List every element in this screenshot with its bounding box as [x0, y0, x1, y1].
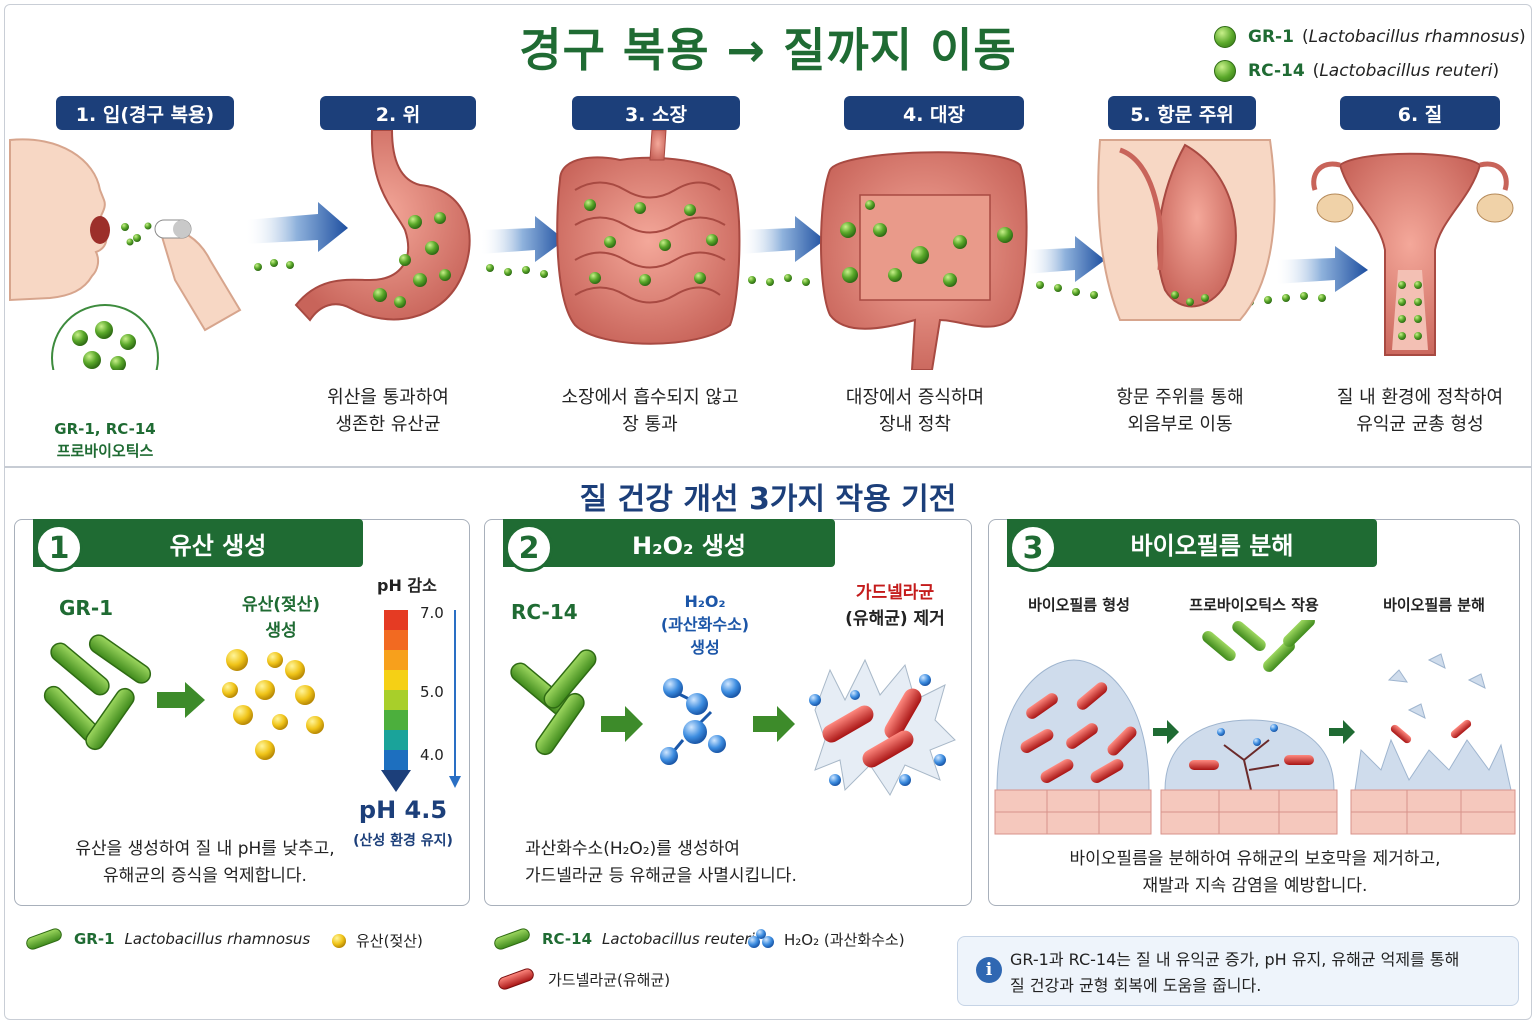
- stage-label: 바이오필름 분해: [1383, 596, 1485, 614]
- legend-h2o2: H₂O₂ (과산화수소): [746, 928, 905, 950]
- h2o2-molecule-icon: [748, 929, 774, 948]
- legend-gr1: GR-1 Lactobacillus rhamnosus: [24, 928, 310, 950]
- step-caption-large-intestine: 대장에서 증식하며 장내 정착: [845, 387, 985, 435]
- step-caption-stomach: 위산을 통과하여 생존한 유산균: [327, 387, 449, 435]
- step-badge-small-intestine: 3. 소장: [572, 96, 740, 130]
- legend-lactic-acid: 유산(젖산): [330, 930, 423, 951]
- step-badge-large-intestine: 4. 대장: [844, 96, 1024, 130]
- legend-code: GR-1: [1248, 27, 1294, 47]
- legend-rc14: RC-14 Lactobacillus reuteri: [492, 928, 755, 950]
- mechanisms-title: 질 건강 개선 3가지 작용 기전: [579, 482, 957, 517]
- section-divider: [4, 466, 1532, 468]
- stage-label: 프로바이오틱스 작용: [1189, 596, 1319, 614]
- step-caption-mouth: GR-1, RC-14 프로바이오틱스: [54, 420, 156, 460]
- target-label: 가드넬라균 (유해균) 제거: [845, 583, 945, 629]
- step-caption-vagina: 질 내 환경에 정착하여 유익균 균총 형성: [1336, 387, 1504, 435]
- ph-tick: 4.0: [420, 746, 444, 764]
- panel-header: 바이오필름 분해: [1007, 519, 1377, 567]
- biofilm-formation: [994, 659, 1152, 835]
- ph-tick: 5.0: [420, 683, 444, 701]
- legend-item-gr1: GR-1 (Lactobacillus rhamnosus): [1214, 20, 1526, 54]
- legend-code: RC-14: [1248, 61, 1305, 81]
- panel-description: 유산을 생성하여 질 내 pH를 낮추고, 유해균의 증식을 억제합니다.: [75, 839, 335, 886]
- green-dot-icon: [1214, 26, 1236, 48]
- panel-number: 1: [35, 524, 83, 572]
- info-text: GR-1과 RC-14는 질 내 유익균 증가, pH 유지, 유해균 억제를 …: [1010, 950, 1460, 995]
- green-dot-icon: [1214, 60, 1236, 82]
- panel-lactic-acid: 1 유산 생성 GR-1 유산(젖산) 생성 pH 감소: [14, 519, 470, 906]
- green-rod-icon: [494, 928, 530, 950]
- gardnerella-killed: [809, 658, 956, 796]
- flow-arrows: [245, 202, 1368, 292]
- top-legend: GR-1 (Lactobacillus rhamnosus) RC-14 (La…: [1214, 20, 1526, 88]
- biofilm-diagram: [994, 620, 1516, 835]
- ph-value: pH 4.5: [358, 796, 448, 824]
- probiotics-magnified-circle: [51, 304, 159, 370]
- large-intestine-illustration: [820, 151, 1028, 370]
- vagina-illustration: [1311, 152, 1514, 356]
- red-rod-icon: [498, 968, 534, 990]
- panel-biofilm: 3 바이오필름 분해 바이오필름 형성 프로바이오틱스 작용 바이오필름 분해: [988, 519, 1520, 906]
- product-label: 유산(젖산) 생성: [241, 595, 321, 641]
- journey-illustration: [9, 130, 1514, 370]
- page-frame: [4, 4, 1532, 1020]
- stomach-illustration: [294, 130, 471, 322]
- panel-number: 3: [1009, 524, 1057, 572]
- info-icon: i: [976, 957, 1002, 983]
- panel-description: 과산화수소(H₂O₂)를 생성하여 가드넬라균 등 유해균을 사멸시킵니다.: [525, 839, 797, 886]
- step-caption-perianal: 항문 주위를 통해 외음부로 이동: [1116, 387, 1244, 435]
- legend-item-rc14: RC-14 (Lactobacillus reuteri): [1214, 54, 1526, 88]
- ph-scale-bar: [381, 610, 411, 792]
- h2o2-diagram: [510, 649, 956, 796]
- panel-description: 바이오필름을 분해하여 유해균의 보호막을 제거하고, 재발과 지속 감염을 예…: [1069, 849, 1441, 896]
- lactic-acid-diagram: 7.0 5.0 4.0: [43, 604, 461, 792]
- step-badge-mouth: 1. 입(경구 복용): [56, 96, 234, 130]
- ph-title: pH 감소: [377, 576, 437, 595]
- ph-note: (산성 환경 유지): [353, 833, 453, 849]
- small-intestine-illustration: [556, 130, 741, 345]
- rc14-bacteria: [510, 649, 597, 756]
- step-badge-vagina: 6. 질: [1340, 96, 1500, 130]
- face-illustration: [9, 138, 242, 332]
- info-box: i GR-1과 RC-14는 질 내 유익균 증가, pH 유지, 유해균 억제…: [957, 936, 1519, 1006]
- step-caption-small-intestine: 소장에서 흡수되지 않고 장 통과: [561, 387, 739, 435]
- legend-gardnerella: 가드넬라균(유해균): [496, 968, 670, 990]
- arrow-icon: [157, 682, 205, 718]
- gr1-bacteria: [43, 634, 152, 751]
- panel-h2o2: 2 H₂O₂ 생성 RC-14 H₂O₂ (과산화수소) 생성 가드넬라균 (유…: [484, 519, 972, 906]
- h2o2-molecules: [660, 678, 741, 765]
- product-label: H₂O₂ (과산화수소) 생성: [660, 592, 750, 657]
- legend-species: Lactobacillus reuteri: [1319, 61, 1493, 81]
- arrow-icon: [753, 706, 795, 742]
- lactic-acid-drops: [222, 649, 324, 760]
- bacteria-label: GR-1: [59, 596, 114, 620]
- legend-species: Lactobacillus rhamnosus: [1308, 27, 1520, 47]
- panel-header: 유산 생성: [33, 519, 363, 567]
- step-badge-stomach: 2. 위: [320, 96, 476, 130]
- perianal-illustration: [1097, 139, 1276, 321]
- ph-tick: 7.0: [420, 604, 444, 622]
- bacteria-label: RC-14: [511, 600, 578, 624]
- arrow-icon: [601, 706, 643, 742]
- yellow-dot-icon: [332, 933, 346, 948]
- biofilm-breakdown: [1350, 653, 1516, 835]
- panel-number: 2: [505, 524, 553, 572]
- stage-label: 바이오필름 형성: [1028, 596, 1130, 614]
- probiotic-action: [1160, 620, 1338, 835]
- green-rod-icon: [26, 928, 62, 950]
- panel-header: H₂O₂ 생성: [503, 519, 835, 567]
- page-title: 경구 복용 → 질까지 이동: [519, 23, 1017, 77]
- step-badge-perianal: 5. 항문 주위: [1108, 96, 1256, 130]
